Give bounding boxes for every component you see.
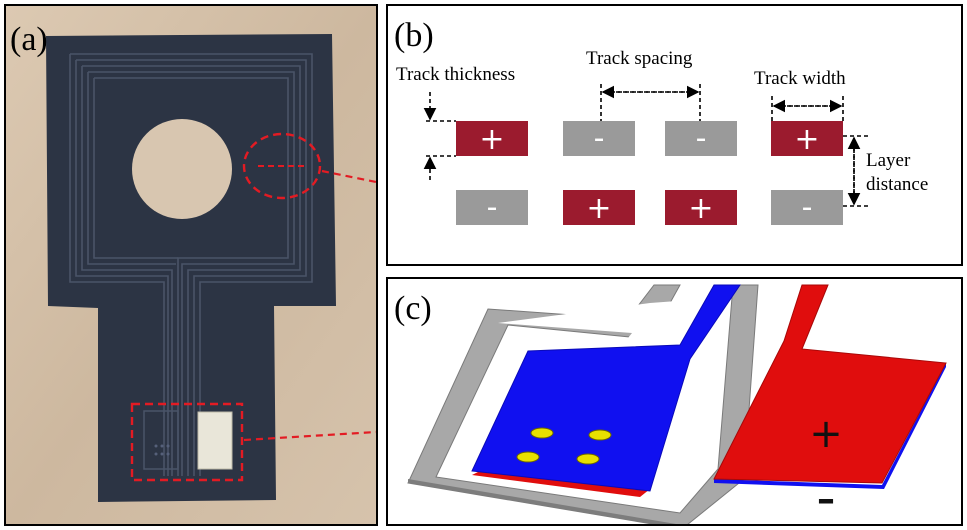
panel-c: (c) + – bbox=[386, 277, 963, 526]
pad-dots bbox=[154, 444, 170, 456]
label-track-thickness: Track thickness bbox=[396, 64, 515, 85]
track-top-1-positive bbox=[456, 121, 528, 156]
width-dimension bbox=[771, 96, 844, 121]
pcb-photo: (a) bbox=[6, 6, 376, 524]
callout-rectangle bbox=[130, 402, 244, 482]
panel-b: (b) + - - + - + + - Track thickness bbox=[386, 4, 963, 266]
pcb-board bbox=[46, 34, 336, 502]
label-layer: Layer bbox=[866, 150, 911, 171]
via-holes bbox=[516, 427, 612, 465]
panel-a-label: (a) bbox=[10, 21, 48, 58]
track-top-2-negative bbox=[563, 121, 635, 156]
track-bottom-2-positive bbox=[563, 190, 635, 225]
contact-pad-right bbox=[197, 411, 233, 470]
thickness-dimension bbox=[423, 92, 456, 180]
symbol-minus: - bbox=[696, 121, 707, 156]
spacing-dimension bbox=[600, 84, 701, 121]
arrow-to-b bbox=[321, 169, 376, 184]
track-bottom-3-positive bbox=[665, 190, 737, 225]
arrow-to-c bbox=[243, 430, 376, 442]
pad-3d-model: (c) + – bbox=[394, 284, 947, 524]
label-distance: distance bbox=[866, 174, 928, 195]
symbol-minus: - bbox=[802, 190, 813, 225]
panel-a: (a) bbox=[4, 4, 378, 526]
symbol-plus: + bbox=[794, 122, 819, 157]
track-top-3-negative bbox=[665, 121, 737, 156]
positive-symbol: + bbox=[809, 411, 843, 457]
center-hole bbox=[132, 119, 232, 219]
coil-traces bbox=[69, 53, 313, 476]
symbol-plus: + bbox=[586, 191, 611, 226]
track-bottom-4-negative bbox=[771, 190, 843, 225]
blue-pad bbox=[471, 284, 741, 492]
label-track-spacing: Track spacing bbox=[586, 48, 693, 69]
symbol-plus: + bbox=[688, 191, 713, 226]
cross-section-diagram: (b) + - - + - + + - Track thickness bbox=[394, 17, 928, 226]
negative-symbol: – bbox=[817, 479, 835, 520]
red-pad bbox=[713, 284, 947, 484]
label-track-width: Track width bbox=[754, 68, 846, 89]
layer-distance-dimension bbox=[843, 135, 868, 207]
contact-pad-left bbox=[143, 410, 179, 470]
panel-c-label: (c) bbox=[394, 290, 432, 327]
panel-b-label: (b) bbox=[394, 17, 434, 54]
symbol-plus: + bbox=[479, 122, 504, 157]
track-bottom-1-negative bbox=[456, 190, 528, 225]
symbol-minus: - bbox=[594, 121, 605, 156]
track-top-4-positive bbox=[771, 121, 843, 156]
symbol-minus: - bbox=[487, 190, 498, 225]
callout-circle bbox=[242, 132, 322, 200]
